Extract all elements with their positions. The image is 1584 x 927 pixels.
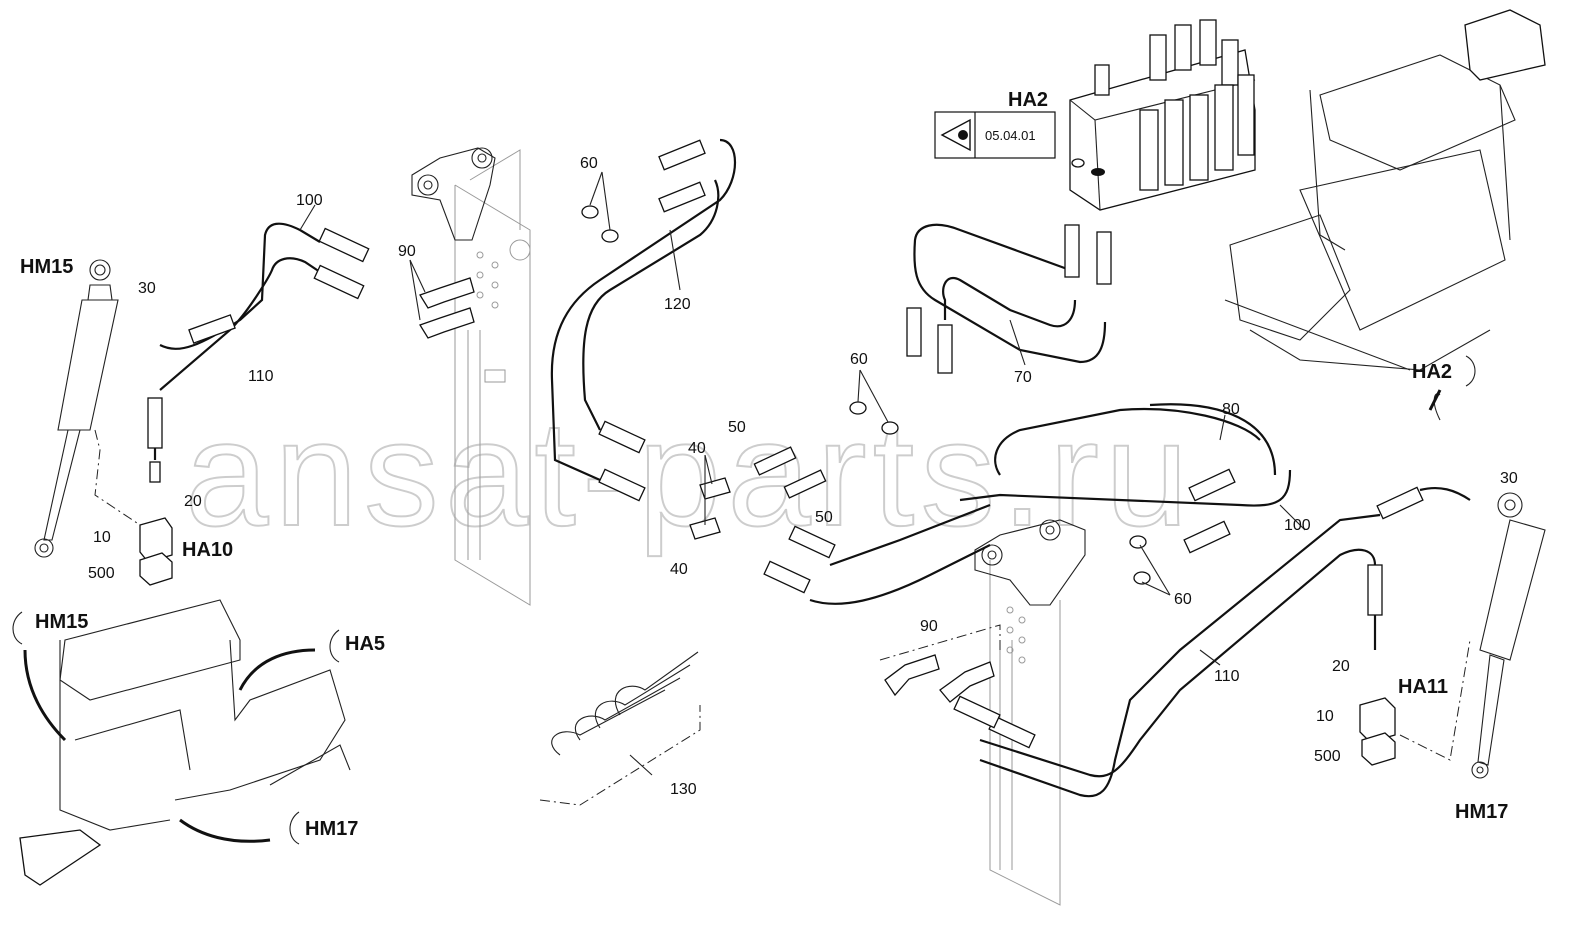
callout-30-right: 30 (1500, 470, 1518, 487)
reference-code: 05.04.01 (985, 128, 1036, 143)
callout-40-top: 40 (688, 440, 706, 457)
elbow-fittings (419, 277, 995, 703)
callout-100-right: 100 (1284, 517, 1311, 534)
pivot-bracket-left (411, 147, 496, 241)
callout-120: 120 (664, 296, 691, 313)
machine-illustration-bottom-left (19, 599, 351, 886)
callout-110-right: 110 (1214, 668, 1240, 685)
callout-20-left: 20 (184, 493, 202, 510)
callout-numbers: 100 110 30 20 10 500 90 60 120 60 70 50 … (88, 155, 1518, 798)
callout-50-top: 50 (728, 419, 746, 436)
cylinder-hm15 (34, 259, 119, 558)
callout-10-left: 10 (93, 529, 111, 546)
control-valve-block-ha2 (1069, 19, 1256, 211)
callout-10-right: 10 (1316, 708, 1334, 725)
callout-110-left: 110 (248, 368, 274, 385)
valve-ha10 (139, 517, 173, 586)
adapters (689, 446, 827, 540)
callout-90-top: 90 (398, 243, 416, 260)
label-ha5: HA5 (345, 633, 385, 655)
cable-ties (539, 651, 701, 806)
callout-20-right: 20 (1332, 658, 1350, 675)
frame-plate-left (454, 149, 531, 606)
callout-60-mid: 60 (850, 351, 868, 368)
callout-100-left: 100 (296, 192, 323, 209)
label-hm15-top: HM15 (20, 256, 73, 278)
machine-illustration-top-right (1224, 9, 1546, 421)
component-labels: HM15 HM15 HM17 HM17 HA2 HA2 HA5 HA10 HA1… (12, 89, 1508, 845)
label-ha10: HA10 (182, 539, 233, 561)
pivot-bracket-right (974, 519, 1086, 606)
hose-fittings (147, 139, 1424, 749)
label-hm15-bottom: HM15 (35, 611, 88, 633)
cylinder-hm17 (1471, 492, 1546, 779)
callout-500-right: 500 (1314, 748, 1341, 765)
callout-70: 70 (1014, 369, 1032, 386)
callout-130: 130 (670, 781, 697, 798)
callout-30-left: 30 (138, 280, 156, 297)
callout-50-bot: 50 (815, 509, 833, 526)
reference-box[interactable]: 05.04.01 (934, 111, 1056, 159)
callout-60-top: 60 (580, 155, 598, 172)
leader-lines (94, 171, 1471, 776)
callout-500-left: 500 (88, 565, 115, 582)
callout-40-bot: 40 (670, 561, 688, 578)
label-ha2-machine: HA2 (1412, 361, 1452, 383)
watermark: ansat-parts.ru (185, 389, 1194, 557)
hose-lines (153, 138, 1471, 798)
label-hm17-right: HM17 (1455, 801, 1508, 823)
callout-60-right: 60 (1174, 591, 1192, 608)
valve-ha11 (1359, 697, 1396, 766)
eye-icon (940, 118, 971, 152)
label-hm17-bottom: HM17 (305, 818, 358, 840)
seal-rings (581, 205, 1151, 585)
label-ha2-top: HA2 (1008, 89, 1048, 111)
callout-90-bot: 90 (920, 618, 938, 635)
callout-80: 80 (1222, 401, 1240, 418)
label-ha11: HA11 (1398, 676, 1448, 698)
